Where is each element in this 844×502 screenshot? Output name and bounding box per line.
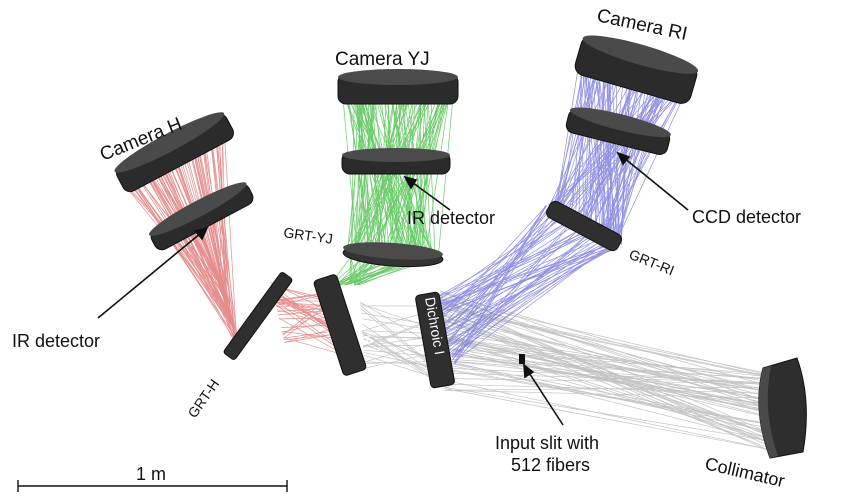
input-slit-label-line2: 512 fibers: [511, 455, 590, 475]
collimator-label: Collimator: [703, 453, 786, 491]
camera-yj-label: Camera YJ: [335, 49, 430, 70]
ir-detector-center-label: IR detector: [407, 208, 495, 228]
input-slit: [519, 354, 525, 364]
ccd-detector-label: CCD detector: [692, 207, 801, 227]
ir-detector-left-label: IR detector: [12, 331, 100, 351]
grt-yj-label: GRT-YJ: [283, 224, 334, 247]
scale-bar-label: 1 m: [136, 464, 166, 484]
collimator-optic: [759, 358, 807, 458]
grt-h-label: GRT-H: [184, 376, 222, 421]
grt-ri-label: GRT-RI: [627, 246, 677, 279]
input-slit-label-line1: Input slit with: [495, 433, 599, 453]
